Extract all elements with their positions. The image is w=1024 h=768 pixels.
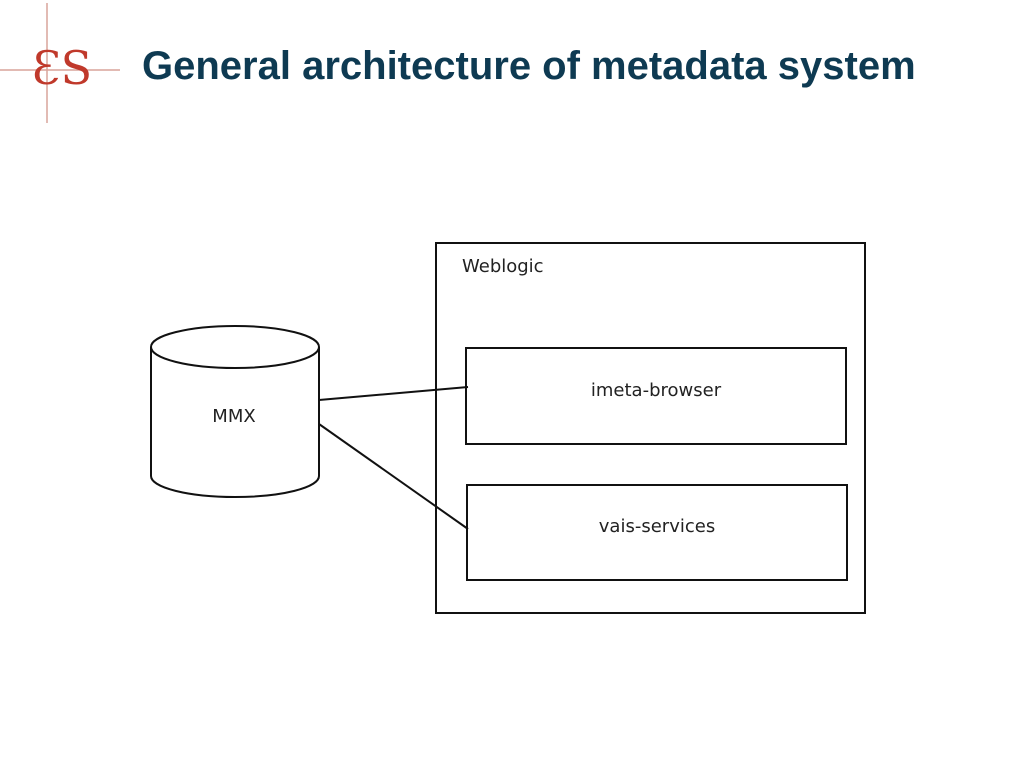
weblogic-container [435,242,866,614]
imeta-browser-label: imeta-browser [591,380,722,401]
mmx-cylinder-top [150,325,320,369]
vais-services-label: vais-services [599,516,715,537]
imeta-browser-box [465,347,847,445]
mmx-label: MMX [212,406,255,427]
mmx-database-icon [150,325,320,498]
weblogic-label: Weblogic [462,256,544,277]
connector-mmx-imeta-browser [318,386,469,401]
es-crosshair-logo-icon: ƐS [0,3,120,123]
mmx-cylinder-body [150,347,320,498]
connector-mmx-vais-services [318,423,469,530]
slide-title: General architecture of metadata system [142,44,916,88]
logo-mark: ƐS [32,41,92,95]
vais-services-box [466,484,848,581]
